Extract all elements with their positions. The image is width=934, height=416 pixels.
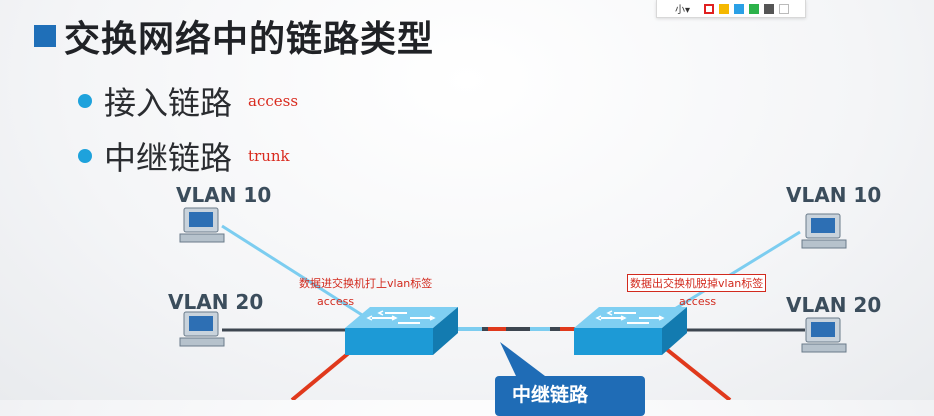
bullet-dot-icon [78, 149, 92, 163]
callout-pointer [500, 342, 545, 376]
vlan-label-mid-right: VLAN 20 [786, 293, 882, 317]
color-swatch-gray[interactable] [764, 3, 775, 14]
color-swatch-yellow[interactable] [719, 3, 730, 14]
bullet-trunk: 中继链路 trunk [78, 133, 290, 179]
switch-left-icon [345, 307, 458, 355]
bullet-text: 中继链路 [104, 139, 233, 177]
vlan-label-mid-left: VLAN 20 [168, 290, 264, 314]
slide-title: 交换网络中的链路类型 [64, 19, 435, 60]
red-link-right [663, 346, 732, 400]
color-swatch-white[interactable] [779, 3, 790, 14]
color-swatch-red[interactable] [704, 3, 715, 14]
size-dropdown[interactable]: 小▾ [675, 5, 691, 16]
bullet-en: access [248, 92, 299, 110]
callout-text: 中继链路 [512, 384, 589, 406]
network-diagram [179, 207, 847, 400]
note-left: 数据进交换机打上vlan标签 [299, 277, 433, 290]
pc-icon-vlan20-right [801, 317, 847, 353]
pc-icon-vlan10-right [801, 213, 847, 249]
annotation-toolbar: 小▾ [656, 0, 806, 18]
bullet-en: trunk [248, 147, 290, 165]
pc-icon-vlan20-left [179, 311, 225, 347]
color-swatch-blue[interactable] [734, 3, 745, 14]
switch-right-icon [574, 307, 687, 355]
note-right-access: access [679, 295, 717, 308]
color-swatch-green[interactable] [749, 3, 760, 14]
note-left-access: access [317, 295, 355, 308]
vlan-label-top-left: VLAN 10 [176, 183, 272, 207]
slide-title-row: 交换网络中的链路类型 [34, 10, 434, 62]
bullet-access: 接入链路 access [78, 78, 298, 124]
title-square-icon [34, 25, 56, 47]
vlan-label-top-right: VLAN 10 [786, 183, 882, 207]
bullet-dot-icon [78, 94, 92, 108]
note-right: 数据出交换机脱掉vlan标签 [627, 274, 767, 292]
red-link-left [290, 350, 352, 400]
vlan10-access-link-left [221, 224, 371, 322]
bullet-text: 接入链路 [104, 84, 233, 122]
pc-icon-vlan10-left [179, 207, 225, 243]
